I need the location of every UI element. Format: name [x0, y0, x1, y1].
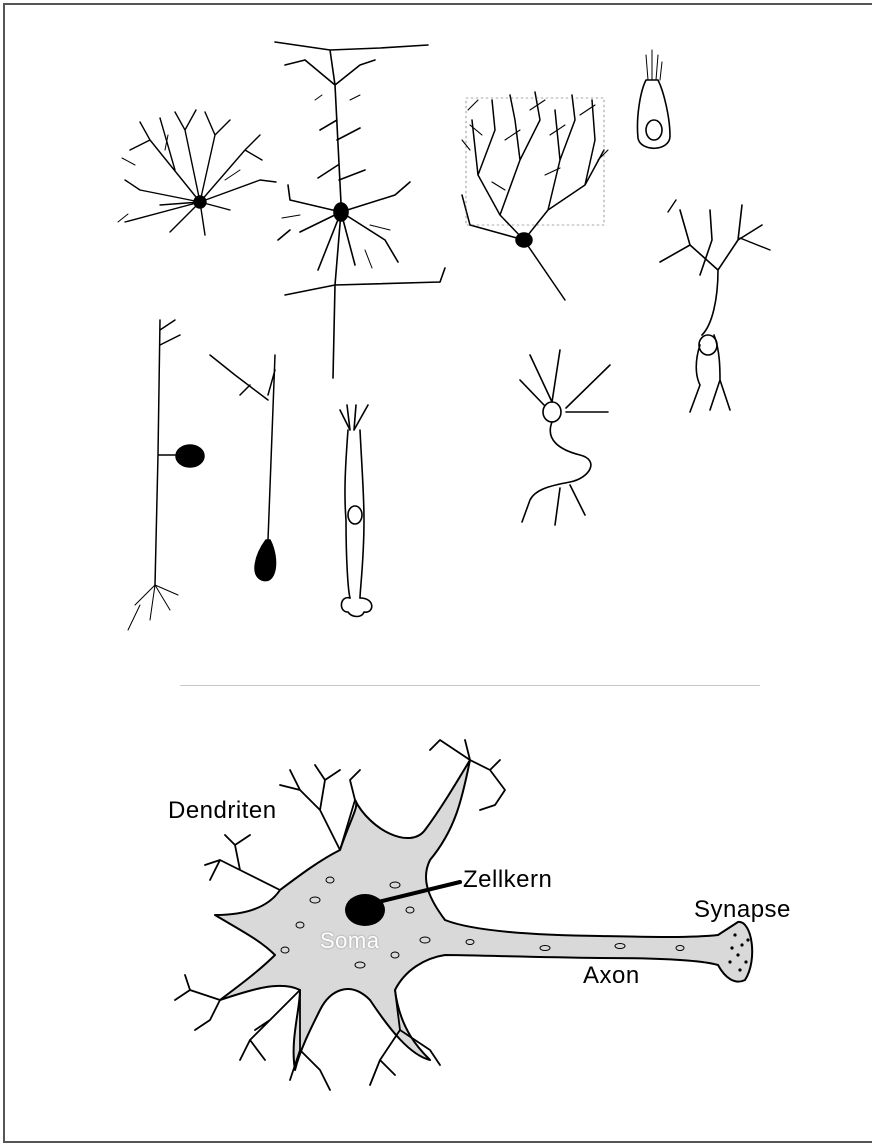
dendrites-label: Dendriten [168, 797, 277, 825]
pyramidal-neuron-sketch [275, 42, 445, 378]
synapse-label: Synapse [694, 896, 791, 924]
main-neuron-diagram [175, 740, 752, 1090]
soma-shape [215, 760, 752, 1070]
axon-label: Axon [583, 962, 640, 990]
soma-label: Soma [320, 928, 379, 954]
section-divider [180, 685, 760, 686]
curly-axon-neuron-sketch [520, 350, 610, 525]
bipolar-cell-sketch [660, 200, 770, 412]
ciliated-cell-sketch [637, 50, 670, 148]
unipolar-neuron-sketch [128, 320, 204, 630]
stellate-neuron-sketch [118, 110, 276, 235]
bipolar-bulb-neuron-sketch [340, 405, 372, 617]
nucleus-shape [345, 894, 385, 926]
pear-soma-neuron-sketch [210, 355, 276, 581]
purkinje-cell-sketch [462, 92, 608, 300]
nucleus-label: Zellkern [463, 866, 552, 894]
